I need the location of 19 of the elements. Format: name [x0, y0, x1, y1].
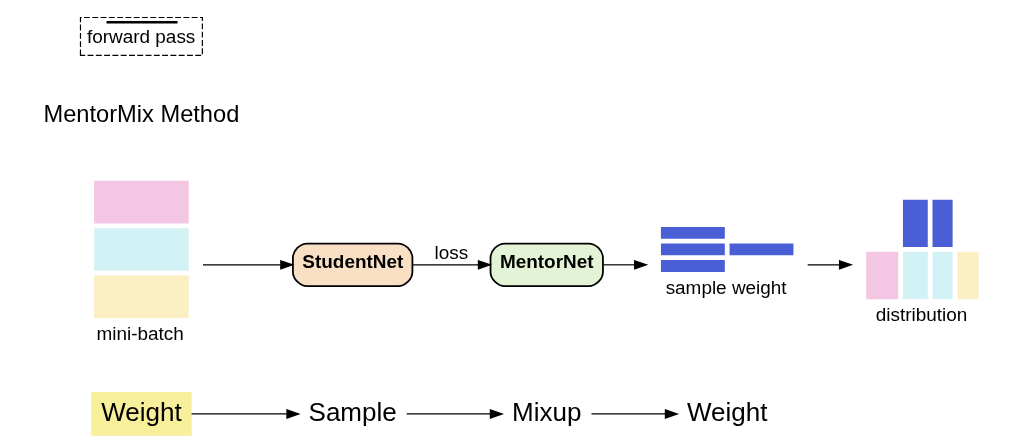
arrow	[602, 259, 648, 270]
node-text: Mixup	[511, 396, 581, 427]
node-box: Weight	[90, 392, 192, 436]
label: MentorMix Method	[42, 100, 239, 127]
node-label: sample weight	[665, 277, 787, 299]
legend-label: forward pass	[86, 26, 195, 48]
node-box: StudentNet	[291, 242, 413, 287]
node-box: MentorNet	[489, 242, 604, 287]
arrow	[190, 408, 301, 419]
arrow	[806, 259, 853, 270]
edge-label: loss	[434, 241, 468, 263]
node-text: Sample	[308, 396, 397, 427]
node-label: distribution	[875, 304, 967, 326]
node-label: mini-batch	[95, 323, 184, 345]
arrow	[405, 408, 504, 419]
arrow	[411, 259, 492, 270]
arrow	[590, 408, 679, 419]
arrow	[201, 259, 294, 270]
node-text: Weight	[686, 396, 767, 427]
